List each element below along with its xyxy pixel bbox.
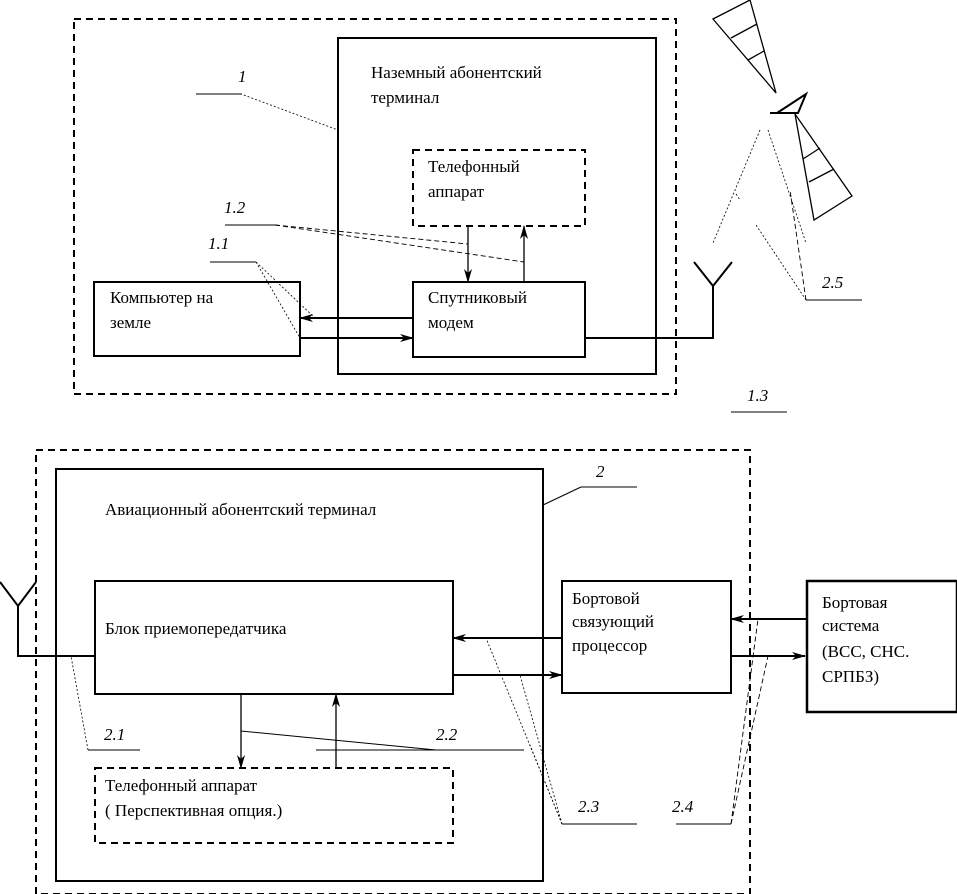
- ref-2: 2: [596, 462, 605, 481]
- aviation-antenna-icon: [0, 581, 37, 608]
- ref-1-1-leader-a: [255, 261, 316, 319]
- ground-phone-label-2: аппарат: [428, 182, 485, 201]
- onboard-system-label-3: (ВСС, СНС.: [822, 642, 909, 661]
- ref-1-3: 1.3: [747, 386, 768, 405]
- satellite-icon: [711, 0, 853, 222]
- transceiver-block: Блок приемопередатчика: [94, 580, 454, 695]
- ref-1-1: 1.1: [208, 234, 229, 253]
- ref-2-2-leader: [240, 730, 437, 751]
- onboard-processor-block: Бортовой связующий процессор: [561, 580, 732, 694]
- ref-2-5-leader-b: [789, 189, 807, 301]
- ground-phone-label-1: Телефонный: [428, 157, 520, 176]
- ref-1: 1: [238, 67, 247, 86]
- ground-computer-block: Компьютер на земле: [93, 281, 301, 357]
- beam-tick: [735, 193, 741, 201]
- ref-1-2-leader-a: [274, 224, 469, 245]
- processor-label-1: Бортовой: [572, 589, 640, 608]
- aviation-antenna-cable: [17, 606, 95, 657]
- onboard-system-label-2: система: [822, 616, 880, 635]
- ref-2-2: 2.2: [436, 725, 458, 744]
- ref-1-1-leader-b: [255, 261, 301, 339]
- computer-label-1: Компьютер на: [110, 288, 214, 307]
- ref-2-4-leader-b: [730, 655, 769, 825]
- modem-antenna-cable: [585, 286, 714, 339]
- ref-2-1: 2.1: [104, 725, 125, 744]
- aviation-segment-boundary: [35, 449, 751, 894]
- ref-2-4: 2.4: [672, 797, 694, 816]
- uplink-beam-left: [712, 129, 761, 244]
- ground-phone-block: Телефонный аппарат: [412, 149, 586, 227]
- modem-label-2: модем: [428, 313, 474, 332]
- ground-terminal-box: [337, 37, 657, 375]
- ref-2-3-leader-a: [485, 637, 563, 825]
- aviation-phone-block: Телефонный аппарат ( Перспективная опция…: [94, 767, 454, 844]
- aviation-phone-label-1: Телефонный аппарат: [105, 776, 258, 795]
- aviation-phone-label-2: ( Перспективная опция.): [105, 801, 282, 820]
- onboard-system-label-4: СРПБЗ): [822, 667, 879, 686]
- ref-1-2-leader-b: [274, 224, 525, 263]
- onboard-system-label-1: Бортовая: [822, 593, 888, 612]
- onboard-system-block: Бортовая система (ВСС, СНС. СРПБЗ): [805, 579, 957, 714]
- ref-2-3: 2.3: [578, 797, 599, 816]
- transceiver-label: Блок приемопередатчика: [105, 619, 287, 638]
- ref-1-leader: [196, 93, 339, 131]
- ref-2-3-leader-b: [519, 674, 563, 825]
- satellite-modem-block: Спутниковый модем: [412, 281, 586, 358]
- processor-label-3: процессор: [572, 636, 647, 655]
- ground-antenna-icon: [693, 261, 733, 288]
- ground-terminal-title-1: Наземный абонентский: [371, 63, 542, 82]
- ref-2-5-leader-a: [755, 224, 807, 301]
- ref-2-3-leader-c: [529, 744, 563, 825]
- computer-label-2: земле: [110, 313, 151, 332]
- ref-2-leader: [542, 486, 582, 506]
- aviation-terminal-title: Авиационный абонентский терминал: [105, 500, 377, 519]
- modem-label-1: Спутниковый: [428, 288, 527, 307]
- ground-segment-boundary: [73, 18, 677, 395]
- ref-1-2: 1.2: [224, 198, 246, 217]
- ref-2-5: 2.5: [822, 273, 843, 292]
- processor-label-2: связующий: [572, 612, 654, 631]
- ref-2-1-leader: [70, 655, 89, 751]
- ground-terminal-title-2: терминал: [371, 88, 440, 107]
- ref-2-4-leader-a: [730, 618, 759, 825]
